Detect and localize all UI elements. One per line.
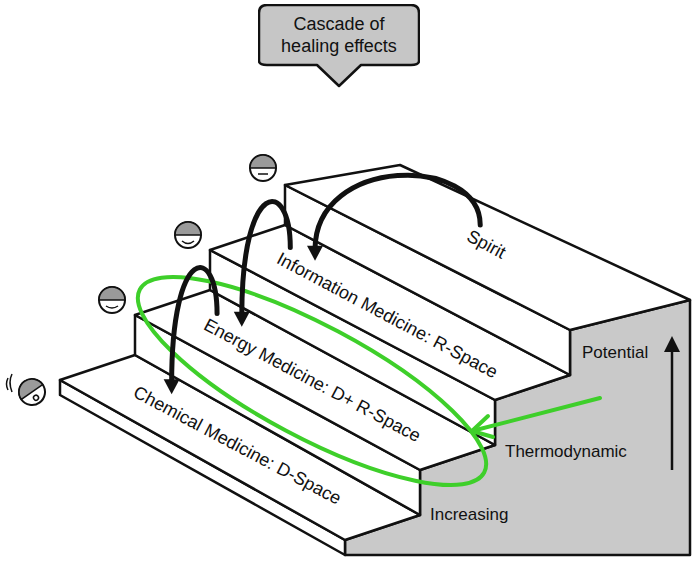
- person-head: [175, 222, 201, 248]
- highlight-arrow: [472, 398, 600, 431]
- arrow-head: [164, 379, 180, 394]
- callout-outline: [259, 5, 419, 86]
- person-hair: [175, 222, 201, 235]
- person-hair: [250, 155, 276, 168]
- person-hair: [99, 287, 125, 300]
- highlight-ellipse: [114, 240, 511, 522]
- person-head: [99, 287, 125, 313]
- node-text: Energy Medicine: D+ R-Space: [200, 315, 424, 448]
- person-head: [175, 222, 201, 248]
- falling-person: [14, 374, 50, 410]
- arrow-head: [307, 246, 323, 261]
- arrow-head: [234, 312, 250, 327]
- node-text: Chemical Medicine: D-Space: [129, 382, 344, 510]
- person-head: [250, 155, 276, 181]
- callout-box: Cascade of healing effects: [258, 4, 420, 87]
- person-mouth: [33, 394, 40, 401]
- person-face: [182, 241, 194, 244]
- axis-label: Thermodynamic: [505, 442, 627, 462]
- axis-label: Potential: [582, 343, 648, 363]
- node-text: Information Medicine: R-Space: [273, 248, 501, 383]
- highlight-arrow-head: [472, 416, 488, 431]
- node-text: Cascade of healing effects: [269, 14, 409, 57]
- motion-lines: [7, 374, 13, 392]
- axis-label: Increasing: [430, 505, 508, 525]
- person-face: [258, 173, 268, 175]
- person-head: [99, 287, 125, 313]
- step-label: Spirit: [456, 219, 517, 270]
- node-text: Spirit: [463, 226, 509, 264]
- highlight-arrow-head: [472, 431, 493, 437]
- cascade-arrow: [315, 175, 480, 250]
- person-head: [14, 374, 50, 410]
- up-arrow-head: [664, 336, 680, 352]
- person-head: [250, 155, 276, 181]
- up-arrow-shaft: [671, 350, 674, 470]
- person-face: [106, 306, 118, 308]
- step-label: Chemical Medicine: D-Space: [122, 376, 351, 517]
